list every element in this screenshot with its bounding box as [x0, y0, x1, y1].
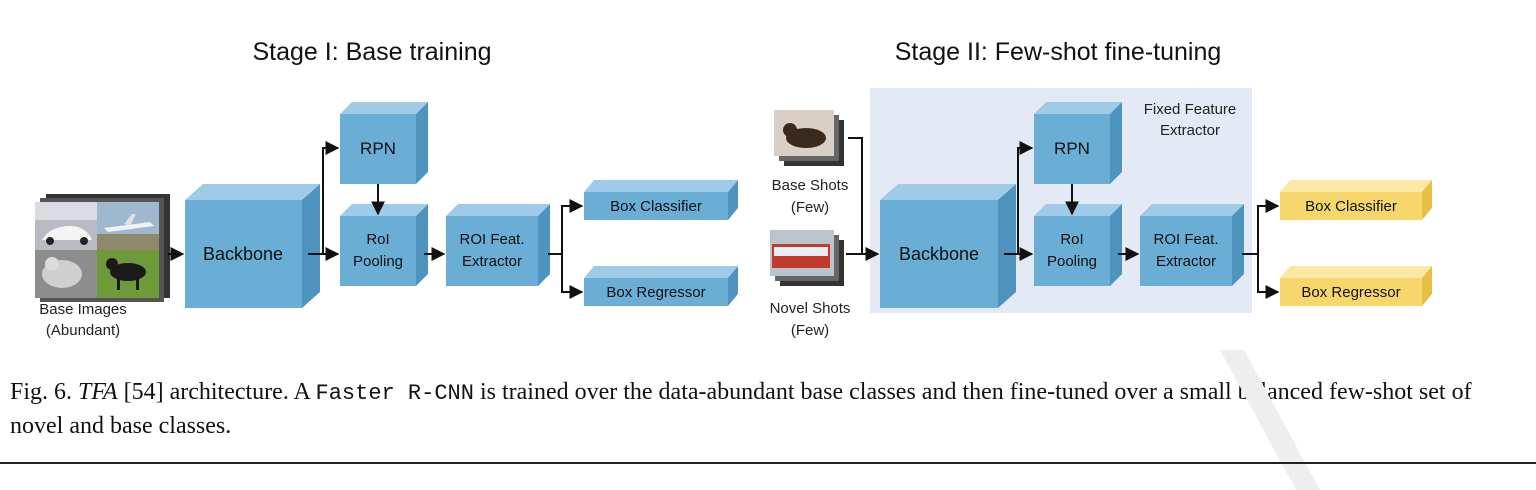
- backbone-label: Backbone: [203, 244, 283, 264]
- roi-pooling-label-line2: Pooling: [353, 253, 403, 270]
- novel-shots-label-line1: Novel Shots: [770, 300, 851, 317]
- arrow-to-box-classifier: [561, 199, 584, 254]
- base-images-label-line2: (Abundant): [46, 322, 120, 339]
- roi-pooling-label-line2-stage2: Pooling: [1047, 253, 1097, 270]
- box-classifier-label-stage2: Box Classifier: [1305, 198, 1397, 215]
- roi-feat-label-line1-stage2: ROI Feat.: [1153, 231, 1218, 248]
- base-shots-stack: [774, 110, 844, 166]
- caption-model-name: TFA: [78, 379, 118, 405]
- base-image-car: [35, 202, 97, 250]
- novel-shots-stack: [770, 230, 844, 286]
- stage2-title: Stage II: Few-shot fine-tuning: [895, 38, 1222, 66]
- arrow-backbone-to-rpn: [322, 141, 340, 254]
- box-regressor-label-stage2: Box Regressor: [1301, 284, 1400, 301]
- rpn-label: RPN: [360, 139, 396, 158]
- rpn-block: RPN: [340, 102, 428, 184]
- caption-fig-label: Fig. 6.: [10, 379, 73, 405]
- roi-feat-extractor-block-stage2: ROI Feat. Extractor: [1140, 204, 1244, 286]
- base-image-dog: [97, 250, 159, 298]
- box-regressor-block: Box Regressor: [584, 266, 738, 306]
- bottom-rule: [0, 462, 1536, 464]
- figure-caption: Fig. 6. TFA [54] architecture. A Faster …: [10, 376, 1510, 442]
- roi-feat-label-line2-stage2: Extractor: [1156, 253, 1216, 270]
- box-classifier-block-stage2: Box Classifier: [1280, 180, 1432, 220]
- box-regressor-label: Box Regressor: [606, 284, 705, 301]
- backbone-block: Backbone: [185, 184, 320, 308]
- box-classifier-block: Box Classifier: [584, 180, 738, 220]
- caption-reference: [54]: [123, 379, 164, 405]
- arrow-to-box-classifier-stage2: [1257, 199, 1280, 254]
- rpn-label-stage2: RPN: [1054, 139, 1090, 158]
- stage1-title: Stage I: Base training: [252, 38, 491, 66]
- roi-feat-label-line2: Extractor: [462, 253, 522, 270]
- roi-feat-extractor-block: ROI Feat. Extractor: [446, 204, 550, 286]
- rpn-block-stage2: RPN: [1034, 102, 1122, 184]
- roi-feat-label-line1: ROI Feat.: [459, 231, 524, 248]
- novel-shots-label-line2: (Few): [791, 322, 829, 339]
- base-shots-label-line2: (Few): [791, 199, 829, 216]
- fixed-feature-label-line2: Extractor: [1160, 122, 1220, 139]
- fixed-feature-label-line1: Fixed Feature: [1144, 101, 1237, 118]
- backbone-label-stage2: Backbone: [899, 244, 979, 264]
- base-images-stack: [35, 194, 170, 302]
- roi-pooling-block-stage2: RoI Pooling: [1034, 204, 1122, 286]
- caption-text-a: architecture. A: [169, 379, 310, 405]
- roi-pooling-label-line1-stage2: RoI: [1060, 231, 1083, 248]
- box-classifier-label: Box Classifier: [610, 198, 702, 215]
- box-regressor-block-stage2: Box Regressor: [1280, 266, 1432, 306]
- roi-pooling-label-line1: RoI: [366, 231, 389, 248]
- roi-pooling-block: RoI Pooling: [340, 204, 428, 286]
- tfa-architecture-diagram: Stage I: Base training Stage II: Few-sho…: [35, 38, 1432, 339]
- base-image-cat: [35, 250, 97, 298]
- arrow-to-box-regressor: [561, 254, 584, 299]
- stage1-connectors: [168, 141, 584, 299]
- base-images-label-line1: Base Images: [39, 301, 127, 318]
- caption-code-faster-rcnn: Faster R-CNN: [315, 381, 474, 406]
- arrow-backbone-to-rpn-stage2: [1017, 141, 1034, 254]
- backbone-block-stage2: Backbone: [880, 184, 1016, 308]
- stage2-connectors: [846, 137, 1280, 299]
- arrow-to-box-regressor-stage2: [1257, 254, 1280, 299]
- base-shots-label-line1: Base Shots: [772, 177, 849, 194]
- base-image-plane: [97, 202, 159, 250]
